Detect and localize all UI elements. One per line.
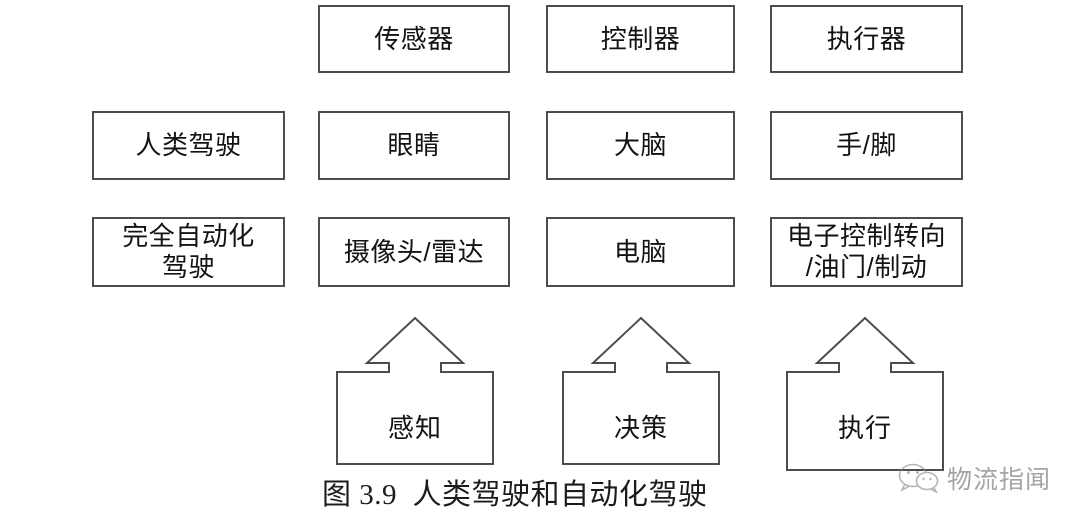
node-automated-driving-label: 完全自动化 驾驶 (92, 217, 285, 287)
node-controller-header: 控制器 (546, 5, 735, 73)
arrow-execution-shape (786, 316, 944, 471)
figure-caption: 图 3.9 人类驾驶和自动化驾驶 (322, 479, 708, 511)
watermark: 物流指闻 (898, 460, 1051, 496)
node-automated-driving-actuator: 电子控制转向 /油门/制动 (770, 217, 963, 287)
node-human-driving-sensor: 眼睛 (318, 111, 510, 180)
arrow-decision: 决策 (558, 314, 724, 468)
wechat-icon (898, 463, 940, 493)
node-human-driving-controller: 大脑 (546, 111, 735, 180)
arrow-decision-shape (562, 316, 720, 465)
arrow-execution: 执行 (782, 314, 948, 474)
node-automated-driving-sensor: 摄像头/雷达 (318, 217, 510, 287)
watermark-text: 物流指闻 (947, 466, 1052, 494)
arrow-perception-shape (336, 316, 494, 465)
node-sensor-header: 传感器 (318, 5, 510, 73)
arrow-perception: 感知 (332, 314, 498, 468)
node-actuator-header: 执行器 (770, 5, 963, 73)
node-human-driving-actuator: 手/脚 (770, 111, 963, 180)
node-automated-driving-controller: 电脑 (546, 217, 735, 287)
node-human-driving-label: 人类驾驶 (92, 111, 285, 180)
